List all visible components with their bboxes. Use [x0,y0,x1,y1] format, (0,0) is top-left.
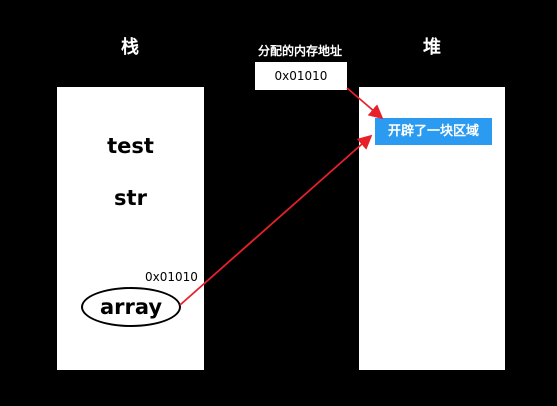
heap-title: 堆 [423,37,441,58]
stack-title: 栈 [121,37,139,58]
heap-allocated-region: 开辟了一块区域 [375,118,492,145]
allocation-address-box: 0x01010 [255,62,347,90]
allocation-caption: 分配的内存地址 [257,44,342,58]
array-reference-label: array [99,295,163,319]
pointer-address-label: 0x01010 [145,270,198,284]
pointer-arrow [179,134,373,306]
stack-panel [57,87,204,370]
array-reference-oval: array [81,287,181,327]
stack-item-str: str [114,186,147,210]
stack-item-test: test [107,134,154,158]
